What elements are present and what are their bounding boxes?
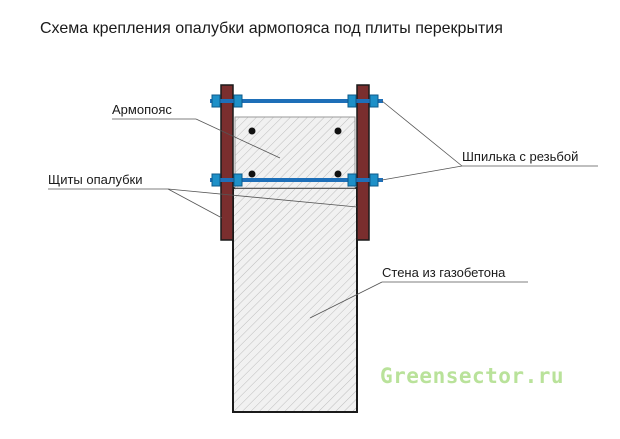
leader-shchity-opalubki — [48, 188, 358, 219]
formwork-board-left — [220, 84, 234, 241]
nut-top-left-outer — [211, 94, 221, 108]
label-armopoyas: Армопояс — [112, 102, 172, 117]
nut-top-right-outer — [369, 94, 379, 108]
rebar-bottom-right — [334, 170, 342, 178]
label-shpilka: Шпилька с резьбой — [462, 149, 579, 164]
leader-armopoyas — [112, 118, 281, 159]
leader-shpilka — [381, 100, 598, 181]
reinforced-belt — [234, 116, 356, 189]
nut-bottom-left-outer — [211, 173, 221, 187]
watermark: Greensector.ru — [380, 364, 565, 388]
diagram-title: Схема крепления опалубки армопояса под п… — [40, 20, 503, 37]
formwork-board-right — [356, 84, 370, 241]
label-shchity-opalubki: Щиты опалубки — [48, 172, 143, 187]
nut-top-right-inner — [347, 94, 357, 108]
rebar-top-left — [248, 127, 256, 135]
rebar-bottom-left — [248, 170, 256, 178]
label-stena: Стена из газобетона — [382, 265, 506, 280]
aerated-concrete-wall — [232, 187, 358, 413]
nut-bottom-right-outer — [369, 173, 379, 187]
leader-stena — [309, 281, 528, 319]
nut-bottom-left-inner — [233, 173, 243, 187]
nut-top-left-inner — [233, 94, 243, 108]
nut-bottom-right-inner — [347, 173, 357, 187]
rebar-top-right — [334, 127, 342, 135]
